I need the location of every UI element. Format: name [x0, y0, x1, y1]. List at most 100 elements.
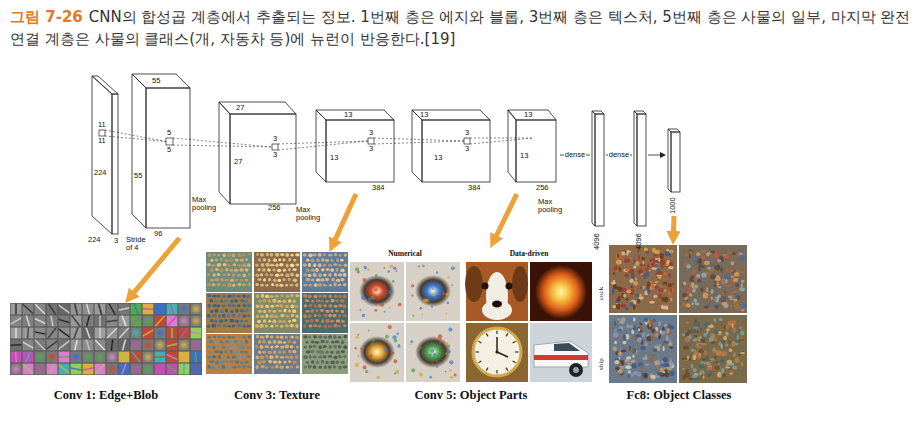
drawing-rect: [167, 304, 178, 315]
drawing-ellipse: [619, 321, 624, 323]
drawing-rect: [466, 323, 528, 382]
drawing-rect: [107, 328, 118, 339]
drawing-ellipse: [344, 253, 347, 256]
drawing-ellipse: [242, 294, 245, 298]
drawing-ellipse: [290, 254, 293, 257]
drawing-polygon: [508, 110, 516, 182]
drawing-ellipse: [653, 295, 657, 298]
drawing-rect: [191, 364, 202, 375]
dimension-number: 55: [152, 77, 160, 85]
drawing-rect: [11, 316, 22, 327]
drawing-ellipse: [280, 345, 284, 348]
drawing-ellipse: [304, 346, 307, 349]
drawing-ellipse: [295, 264, 299, 267]
drawing-rect: [131, 328, 142, 339]
drawing-circle: [429, 376, 432, 379]
drawing-ellipse: [716, 365, 721, 370]
drawing-ellipse: [215, 268, 218, 271]
drawing-ellipse: [698, 258, 702, 263]
drawing-ellipse: [247, 325, 251, 328]
drawing-circle: [377, 376, 380, 379]
drawing-ellipse: [282, 320, 286, 323]
drawing-ellipse: [280, 356, 284, 359]
dimension-number: 256: [268, 204, 281, 212]
drawing-ellipse: [314, 314, 317, 317]
drawing-ellipse: [255, 283, 259, 286]
drawing-ellipse: [247, 365, 251, 368]
drawing-ellipse: [622, 252, 626, 255]
drawing-circle: [365, 370, 368, 373]
drawing-ellipse: [240, 361, 243, 364]
drawing-rect: [368, 138, 374, 144]
drawing-ellipse: [260, 336, 264, 339]
drawing-ellipse: [626, 366, 632, 369]
drawing-ellipse: [644, 374, 647, 379]
drawing-ellipse: [306, 361, 310, 364]
drawing-ellipse: [231, 294, 235, 298]
drawing-ellipse: [666, 336, 669, 341]
drawing-ellipse: [329, 345, 332, 348]
drawing-ellipse: [220, 341, 223, 344]
drawing-ellipse: [330, 268, 334, 272]
drawing-ellipse: [209, 351, 212, 354]
drawing-ellipse: [621, 304, 626, 308]
drawing-rect: [679, 245, 747, 313]
drawing-ellipse: [239, 268, 244, 271]
drawing-rect: [350, 323, 404, 382]
drawing-ellipse: [338, 314, 341, 317]
drawing-ellipse: [721, 359, 724, 364]
drawing-ellipse: [668, 254, 671, 256]
drawing-circle: [422, 265, 424, 267]
drawing-ellipse: [658, 293, 661, 299]
drawing-g: [508, 110, 556, 182]
drawing-ellipse: [696, 252, 701, 256]
drawing-ellipse: [336, 361, 339, 364]
drawing-ellipse: [685, 337, 690, 342]
drawing-rect: [191, 328, 202, 339]
drawing-ellipse: [255, 355, 259, 359]
drawing-circle: [410, 343, 412, 345]
drawing-rect: [206, 334, 252, 374]
drawing-rect: [11, 328, 22, 339]
conv-volume: 272725633: [216, 100, 300, 212]
drawing-ellipse: [661, 360, 664, 364]
drawing-ellipse: [248, 253, 251, 256]
drawing-ellipse: [206, 314, 210, 317]
drawing-ellipse: [635, 336, 637, 341]
drawing-ellipse: [643, 273, 646, 279]
drawing-rect: [71, 364, 82, 375]
drawing-ellipse: [723, 254, 729, 259]
drawing-ellipse: [235, 319, 239, 322]
drawing-ellipse: [310, 259, 314, 263]
drawing-ellipse: [615, 360, 620, 364]
drawing-ellipse: [642, 357, 647, 360]
drawing-rect: [83, 328, 94, 339]
drawing-ellipse: [230, 340, 233, 343]
drawing-ellipse: [227, 335, 231, 338]
drawing-ellipse: [247, 346, 250, 349]
drawing-rect: [406, 323, 460, 382]
drawing-rect: [23, 316, 34, 327]
drawing-ellipse: [308, 263, 311, 267]
drawing-circle: [419, 307, 422, 310]
drawing-ellipse: [323, 284, 327, 287]
drawing-circle: [448, 327, 452, 331]
drawing-ellipse: [273, 258, 277, 262]
drawing-ellipse: [243, 325, 246, 329]
drawing-ellipse: [685, 333, 690, 336]
drawing-ellipse: [268, 300, 271, 303]
drawing-ellipse: [611, 326, 615, 329]
drawing-ellipse: [343, 273, 347, 277]
drawing-ellipse: [207, 263, 211, 266]
drawing-ellipse: [669, 250, 674, 253]
drawing-ellipse: [326, 341, 329, 344]
drawing-rect: [167, 340, 178, 351]
feature-visualization: [10, 303, 202, 375]
drawing-ellipse: [265, 284, 268, 287]
drawing-ellipse: [310, 309, 314, 313]
drawing-ellipse: [713, 285, 717, 287]
drawing-ellipse: [262, 340, 266, 344]
drawing-ellipse: [280, 274, 283, 277]
drawing-ellipse: [714, 356, 716, 359]
drawing-ellipse: [215, 360, 219, 364]
